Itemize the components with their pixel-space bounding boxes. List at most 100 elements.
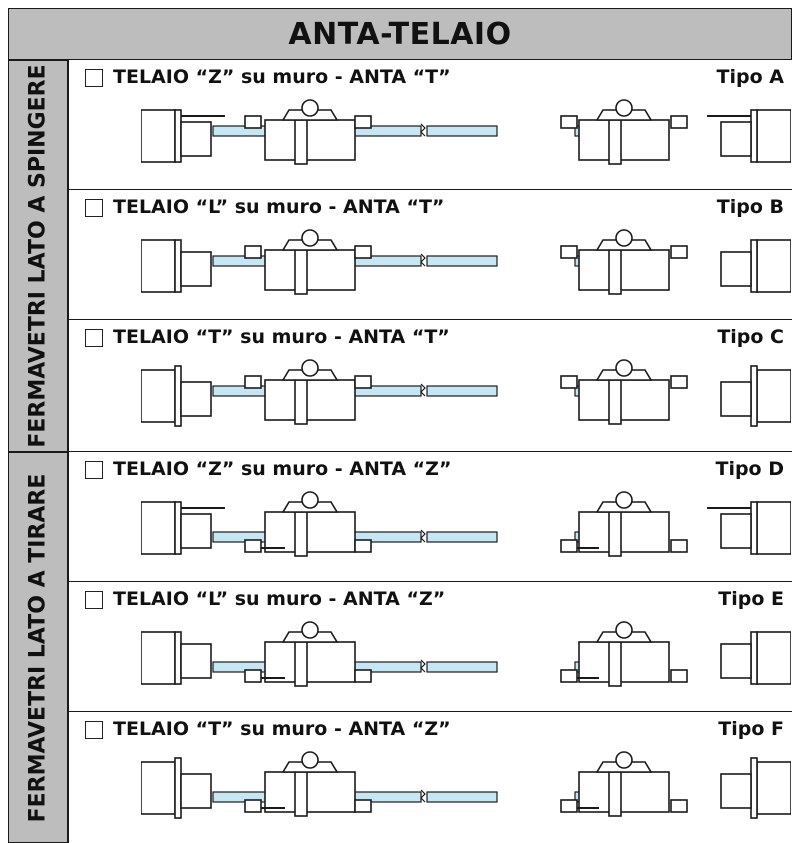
sash-profile	[264, 119, 356, 161]
frame-chamber-right	[720, 643, 752, 679]
glazing-bead	[354, 539, 372, 553]
frame-post-left	[174, 631, 182, 685]
profile-section-diagram	[141, 359, 791, 427]
frame-post-right	[750, 365, 758, 427]
option-panel-d: TELAIO “Z” su muro - ANTA “Z” Tipo D	[68, 452, 792, 582]
wall-left	[141, 631, 176, 685]
window-handle-knob	[301, 491, 319, 509]
glazing-bead	[670, 245, 688, 259]
frame-post-right	[750, 757, 758, 819]
wall-right	[756, 109, 791, 163]
glazing-bead	[354, 375, 372, 389]
checkbox-icon[interactable]	[85, 329, 103, 347]
profile-section-diagram	[141, 491, 791, 557]
glazing-bead	[560, 669, 578, 683]
window-handle-knob	[301, 99, 319, 117]
frame-chamber-right	[720, 513, 752, 549]
sash-profile	[578, 249, 670, 291]
option-label: TELAIO “L” su muro - ANTA “Z”	[113, 588, 446, 610]
sash-tongue	[294, 119, 308, 165]
checkbox-icon[interactable]	[85, 591, 103, 609]
glazing-bead	[560, 799, 578, 813]
profile-section-diagram	[141, 621, 791, 687]
wall-left	[141, 109, 176, 163]
profile-section-diagram	[141, 751, 791, 819]
option-type: Tipo D	[715, 458, 784, 480]
sash-tongue	[608, 379, 622, 425]
section-side-pull: FERMAVETRI LATO A TIRARE	[8, 452, 68, 843]
sash-profile	[578, 379, 670, 421]
glazing-bead	[560, 375, 578, 389]
sash-tongue	[294, 511, 308, 557]
sash-profile	[264, 511, 356, 553]
window-handle-knob	[615, 99, 633, 117]
glass-pane	[426, 531, 498, 543]
frame-post-right	[750, 501, 758, 555]
glass-pane	[426, 125, 498, 137]
option-type: Tipo E	[718, 588, 784, 610]
sash-tongue	[294, 379, 308, 425]
glass-pane	[426, 255, 498, 267]
profile-section-diagram	[141, 229, 791, 295]
window-handle-knob	[615, 359, 633, 377]
glazing-bead	[244, 375, 262, 389]
glazing-bead	[560, 539, 578, 553]
glass-break-icon	[420, 383, 426, 397]
frame-chamber-left	[180, 121, 212, 157]
glazing-bead	[670, 669, 688, 683]
glazing-bead	[244, 115, 262, 129]
glazing-bead	[244, 245, 262, 259]
glazing-bead	[560, 245, 578, 259]
sash-profile	[264, 641, 356, 683]
window-handle-knob	[615, 621, 633, 639]
checkbox-icon[interactable]	[85, 461, 103, 479]
frame-post-left	[174, 365, 182, 427]
glazing-bead	[354, 115, 372, 129]
option-label: TELAIO “L” su muro - ANTA “T”	[113, 196, 445, 218]
window-handle-knob	[615, 751, 633, 769]
sash-tongue	[294, 771, 308, 817]
option-panel-f: TELAIO “T” su muro - ANTA “Z” Tipo F	[68, 712, 792, 843]
checkbox-icon[interactable]	[85, 721, 103, 739]
sash-profile	[578, 511, 670, 553]
sash-profile	[578, 771, 670, 813]
frame-chamber-left	[180, 643, 212, 679]
frame-chamber-right	[720, 251, 752, 287]
glazing-bead	[354, 245, 372, 259]
frame-post-left	[174, 757, 182, 819]
option-panel-b: TELAIO “L” su muro - ANTA “T” Tipo B	[68, 190, 792, 320]
frame-post-left	[174, 109, 182, 163]
sash-tongue	[608, 119, 622, 165]
window-handle-knob	[615, 491, 633, 509]
window-handle-knob	[301, 751, 319, 769]
wall-right	[756, 761, 791, 815]
glazing-bead	[244, 539, 262, 553]
checkbox-icon[interactable]	[85, 69, 103, 87]
frame-chamber-left	[180, 513, 212, 549]
glazing-bead	[670, 375, 688, 389]
wall-left	[141, 369, 176, 423]
sash-profile	[264, 249, 356, 291]
sash-profile	[264, 379, 356, 421]
glass-break-icon	[420, 789, 426, 803]
glass-break-icon	[420, 123, 426, 137]
sash-tongue	[608, 249, 622, 295]
glass-pane	[426, 385, 498, 397]
sash-tongue	[608, 511, 622, 557]
glazing-bead	[244, 669, 262, 683]
glass-break-icon	[420, 659, 426, 673]
checkbox-icon[interactable]	[85, 199, 103, 217]
frame-chamber-right	[720, 381, 752, 417]
option-label: TELAIO “Z” su muro - ANTA “T”	[113, 66, 451, 88]
window-handle-knob	[301, 229, 319, 247]
section-side-push: FERMAVETRI LATO A SPINGERE	[8, 60, 68, 452]
section-label-push: FERMAVETRI LATO A SPINGERE	[25, 64, 51, 448]
option-label: TELAIO “Z” su muro - ANTA “Z”	[113, 458, 452, 480]
option-type: Tipo F	[718, 718, 784, 740]
option-panel-a: TELAIO “Z” su muro - ANTA “T” Tipo A	[68, 60, 792, 190]
wall-right	[756, 631, 791, 685]
wall-left	[141, 501, 176, 555]
glass-pane	[426, 791, 498, 803]
glass-pane	[426, 661, 498, 673]
